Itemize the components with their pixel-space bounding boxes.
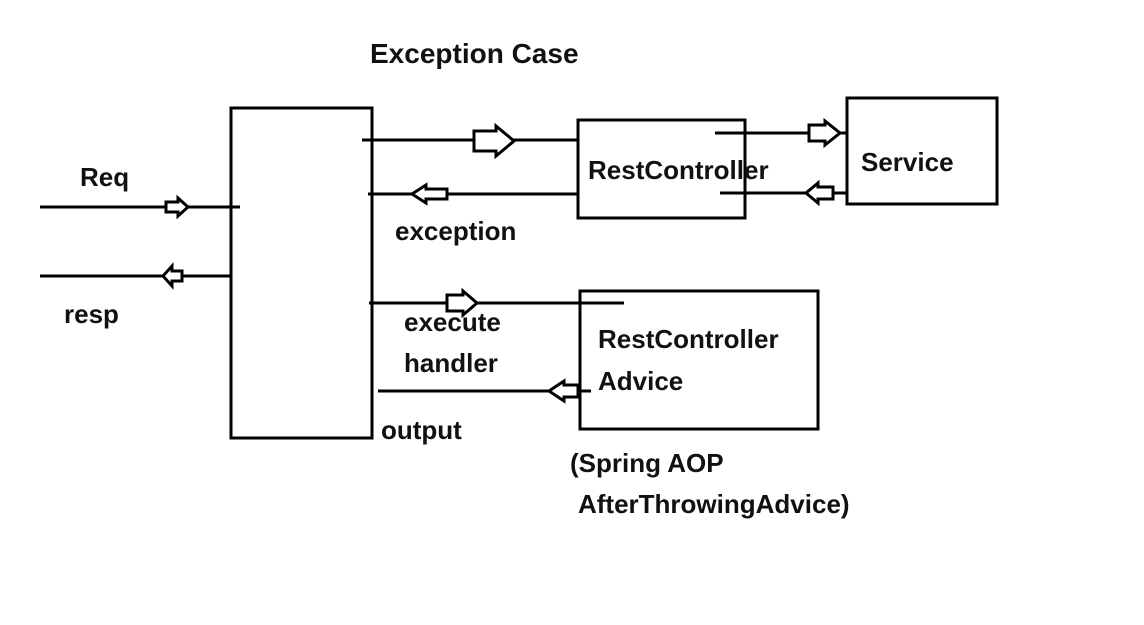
service-box — [845, 96, 999, 206]
output-label: output — [381, 415, 462, 445]
resp-arrow-icon — [160, 262, 184, 290]
spring-aop-label-line1: (Spring AOP — [570, 448, 724, 478]
rest-controller-box — [576, 118, 747, 220]
service-call-arrow-icon — [807, 117, 843, 149]
exception-label: exception — [395, 216, 516, 246]
advice-box — [578, 289, 820, 431]
diagram-title: Exception Case — [370, 38, 579, 69]
handler-label: handler — [404, 348, 498, 378]
dispatcher-box — [229, 106, 374, 440]
spring-aop-label-line2: AfterThrowingAdvice) — [578, 489, 850, 519]
dispatch-arrow-icon — [472, 122, 517, 160]
resp-label: resp — [64, 299, 119, 329]
rest-controller-label: RestController — [588, 155, 769, 185]
service-label: Service — [861, 147, 954, 177]
advice-label-line1: RestController — [598, 324, 779, 354]
execute-label: execute — [404, 307, 501, 337]
exception-arrow-icon — [409, 182, 449, 206]
execute-arrow-icon — [445, 287, 480, 319]
advice-label-line2: Advice — [598, 366, 683, 396]
req-label: Req — [80, 162, 129, 192]
output-arrow-icon — [546, 378, 580, 404]
service-return-arrow-icon — [803, 179, 835, 207]
req-arrow-icon — [164, 194, 191, 220]
